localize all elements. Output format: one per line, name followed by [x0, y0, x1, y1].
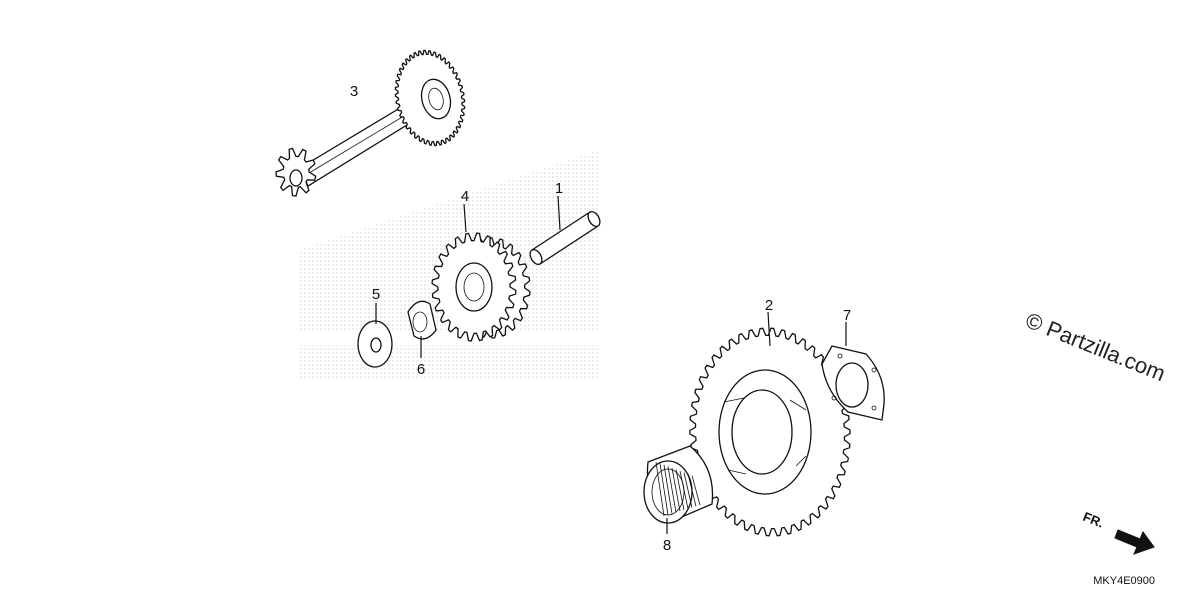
- diagram-code: MKY4E0900: [1093, 575, 1155, 587]
- callout-3: 3: [350, 83, 358, 100]
- part-8-needle-bearing: [643, 445, 714, 524]
- callout-1: 1: [555, 180, 563, 197]
- part-2-large-gear: [689, 327, 851, 537]
- part-7-plate: [821, 345, 885, 421]
- arrow-right-icon: [1114, 529, 1155, 555]
- copyright-text: © Partzilla.com: [1022, 307, 1169, 386]
- part-6-collar: [407, 300, 437, 340]
- part-3-shaft-assembly: [275, 49, 466, 197]
- leader-lines: [375, 195, 847, 534]
- part-4-gear: [431, 232, 531, 342]
- callout-2: 2: [765, 297, 773, 314]
- callout-6: 6: [417, 361, 425, 378]
- direction-label: FR.: [1081, 509, 1106, 531]
- callout-7: 7: [843, 307, 851, 324]
- callout-4: 4: [461, 188, 469, 205]
- part-1-pin: [529, 210, 601, 266]
- front-direction-indicator: FR.: [1081, 509, 1155, 555]
- callout-8: 8: [663, 537, 671, 554]
- part-5-washer: [357, 320, 393, 368]
- callout-5: 5: [372, 286, 380, 303]
